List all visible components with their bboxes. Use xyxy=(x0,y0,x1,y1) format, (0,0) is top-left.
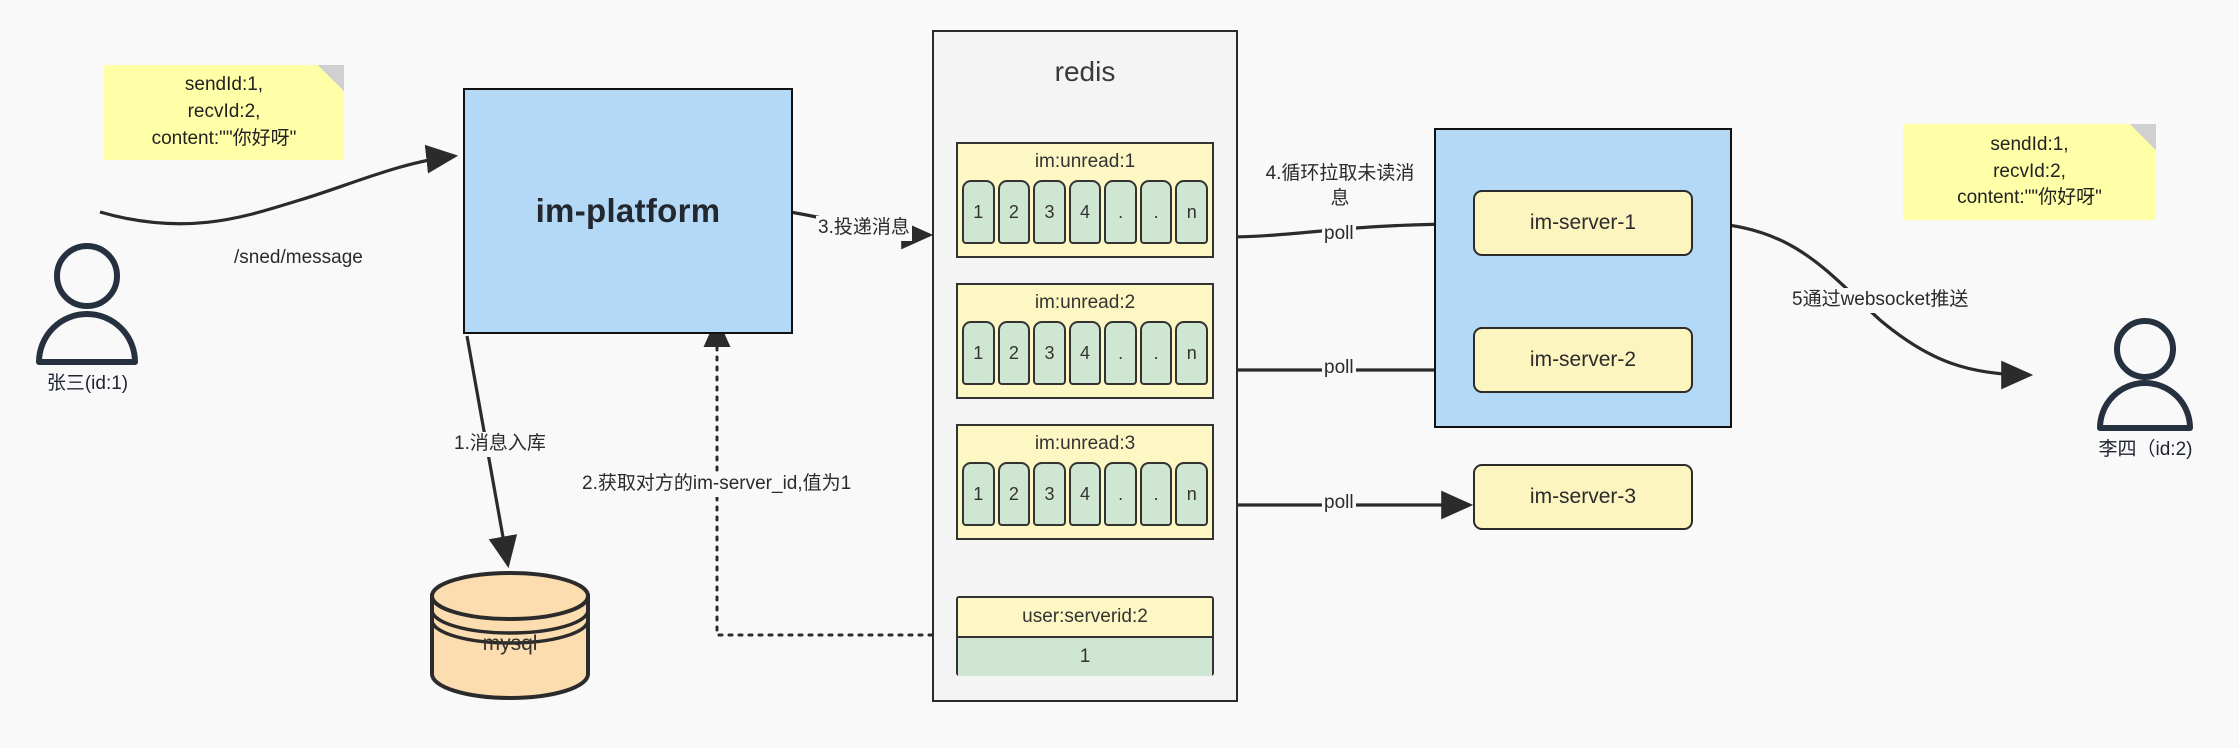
queue-cell: 2 xyxy=(997,462,1031,526)
queue-cell: . xyxy=(1104,462,1137,526)
queue-cell: n xyxy=(1175,462,1209,526)
edge-label-send-message: /sned/message xyxy=(232,246,365,271)
note-fold-corner xyxy=(318,65,344,91)
queue-cell: 3 xyxy=(1033,462,1066,526)
user-icon xyxy=(36,243,138,365)
im-platform-box[interactable]: im-platform xyxy=(463,88,793,334)
redis-queue-im-unread-2[interactable]: im:unread:2 1 2 3 4 . . n xyxy=(956,283,1214,399)
database-cylinder-icon xyxy=(430,571,590,700)
im-platform-label: im-platform xyxy=(535,192,721,229)
queue-cell: 1 xyxy=(962,321,995,385)
im-server-3-card[interactable]: im-server-3 xyxy=(1473,464,1693,530)
im-server-3-label: im-server-3 xyxy=(1529,485,1637,508)
kv-value-label: 1 xyxy=(958,636,1212,676)
sender-avatar: 张三(id:1) xyxy=(25,240,150,394)
queue-cell: 3 xyxy=(1033,321,1066,385)
edge-label-step2: 2.获取对方的im-server_id,值为1 xyxy=(580,472,854,497)
queue-cells: 1 2 3 4 . . n xyxy=(958,180,1212,250)
queue-cell: . xyxy=(1104,321,1137,385)
im-server-1-card[interactable]: im-server-1 xyxy=(1473,190,1693,256)
note-line: sendId:1, xyxy=(184,74,264,96)
queue-cell: . xyxy=(1139,321,1173,385)
note-line: recvId:2, xyxy=(187,101,261,123)
receiver-avatar: 李四（id:2) xyxy=(2088,316,2203,460)
queue-cell: 4 xyxy=(1068,462,1102,526)
queue-cell: n xyxy=(1175,321,1209,385)
im-server-2-card[interactable]: im-server-2 xyxy=(1473,327,1693,393)
edge-label-step5: 5通过websocket推送 xyxy=(1790,288,1971,313)
queue-cell: 1 xyxy=(962,180,995,244)
queue-cell: n xyxy=(1175,180,1209,244)
mysql-label: mysql xyxy=(482,632,538,655)
queue-cell: 1 xyxy=(962,462,995,526)
queue-cell: 3 xyxy=(1033,180,1066,244)
note-line: recvId:2, xyxy=(1993,160,2066,182)
kv-key-label: user:serverid:2 xyxy=(1022,606,1148,627)
edge-label-poll-1: poll xyxy=(1322,222,1356,247)
queue-cell: . xyxy=(1104,180,1137,244)
user-icon xyxy=(2097,318,2193,431)
queue-cell: 2 xyxy=(997,321,1031,385)
edge-label-step3: 3.投递消息 xyxy=(816,216,912,241)
queue-cells: 1 2 3 4 . . n xyxy=(958,462,1212,532)
queue-cell: . xyxy=(1139,180,1173,244)
queue-cell: . xyxy=(1139,462,1173,526)
queue-key-label: im:unread:2 xyxy=(1034,292,1136,313)
queue-cell: 4 xyxy=(1068,321,1102,385)
queue-cell: 2 xyxy=(997,180,1031,244)
redis-queue-im-unread-1[interactable]: im:unread:1 1 2 3 4 . . n xyxy=(956,142,1214,258)
wire-sender-to-platform xyxy=(99,144,459,226)
redis-queue-im-unread-3[interactable]: im:unread:3 1 2 3 4 . . n xyxy=(956,424,1214,540)
note-line: content:""你好呀" xyxy=(1957,187,2102,209)
message-payload-note-right: sendId:1, recvId:2, content:""你好呀" xyxy=(1903,124,2156,220)
edge-label-poll-3: poll xyxy=(1322,491,1356,516)
sender-label: 张三(id:1) xyxy=(46,373,129,394)
im-server-1-label: im-server-1 xyxy=(1529,211,1637,234)
message-payload-note-left: sendId:1, recvId:2, content:""你好呀" xyxy=(104,65,344,160)
mysql-database[interactable]: mysql xyxy=(428,570,592,700)
note-line: content:""你好呀" xyxy=(151,127,297,149)
edge-label-step4: 4.循环拉取未读消息 xyxy=(1258,162,1422,212)
redis-kv-user-serverid[interactable]: user:serverid:2 1 xyxy=(956,596,1214,676)
edge-label-poll-2: poll xyxy=(1322,356,1356,381)
im-server-2-label: im-server-2 xyxy=(1529,348,1637,371)
queue-key-label: im:unread:1 xyxy=(1034,151,1136,172)
queue-cells: 1 2 3 4 . . n xyxy=(958,321,1212,391)
queue-cell: 4 xyxy=(1068,180,1102,244)
note-line: sendId:1, xyxy=(1990,133,2069,155)
queue-key-label: im:unread:3 xyxy=(1034,433,1136,454)
wire-server1-to-receiver xyxy=(1683,220,2034,390)
edge-label-step1: 1.消息入库 xyxy=(452,432,548,457)
receiver-label: 李四（id:2) xyxy=(2098,439,2193,460)
redis-title: redis xyxy=(1054,56,1116,87)
note-fold-corner xyxy=(2130,124,2156,150)
